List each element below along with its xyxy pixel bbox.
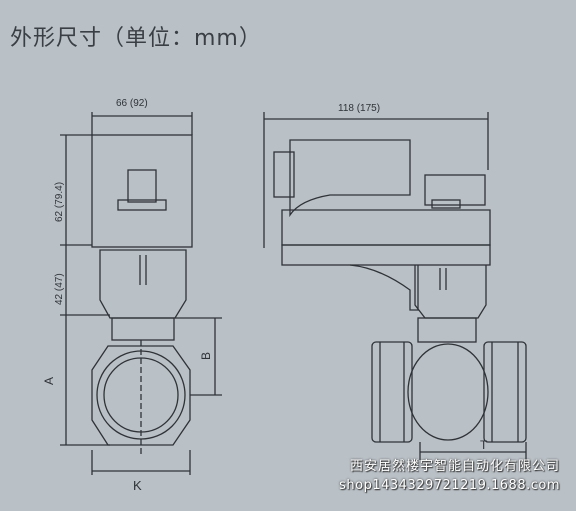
side-valve-ball (407, 343, 489, 441)
side-connector (273, 151, 295, 198)
front-actuator-body (91, 134, 193, 248)
watermark-shop-url: shop1434329721219.1688.com (339, 478, 560, 493)
side-base-plate (281, 209, 491, 246)
front-knob (127, 169, 157, 203)
side-valve-left-nut (371, 341, 413, 443)
side-base-lip (281, 244, 491, 266)
dim-b-label: B (199, 352, 213, 360)
dim-top-width-label: 66 (92) (116, 98, 148, 109)
front-view (60, 112, 222, 475)
dim-a-label: A (42, 377, 56, 385)
dim-t-label: T (480, 438, 488, 452)
front-stem (111, 317, 175, 341)
watermark-company: 西安居然楼宇智能自动化有限公司 (349, 459, 560, 474)
dim-neck-height-label: 42 (47) (54, 273, 65, 305)
front-neck (99, 249, 187, 319)
side-neck (414, 265, 487, 319)
dim-actuator-height-label: 62 (79.4) (54, 182, 65, 222)
front-knob-base (117, 199, 167, 211)
side-bracket (349, 264, 419, 311)
front-valve-hex (91, 345, 191, 446)
dim-k-label: K (133, 478, 142, 493)
page-title: 外形尺寸（单位：mm） (10, 26, 262, 51)
side-motor-cap (424, 174, 486, 206)
side-valve-right-nut (483, 341, 527, 443)
dim-side-width-label: 118 (175) (338, 103, 380, 114)
side-view (263, 112, 527, 460)
side-stem (417, 317, 477, 343)
side-actuator-body (289, 139, 411, 218)
